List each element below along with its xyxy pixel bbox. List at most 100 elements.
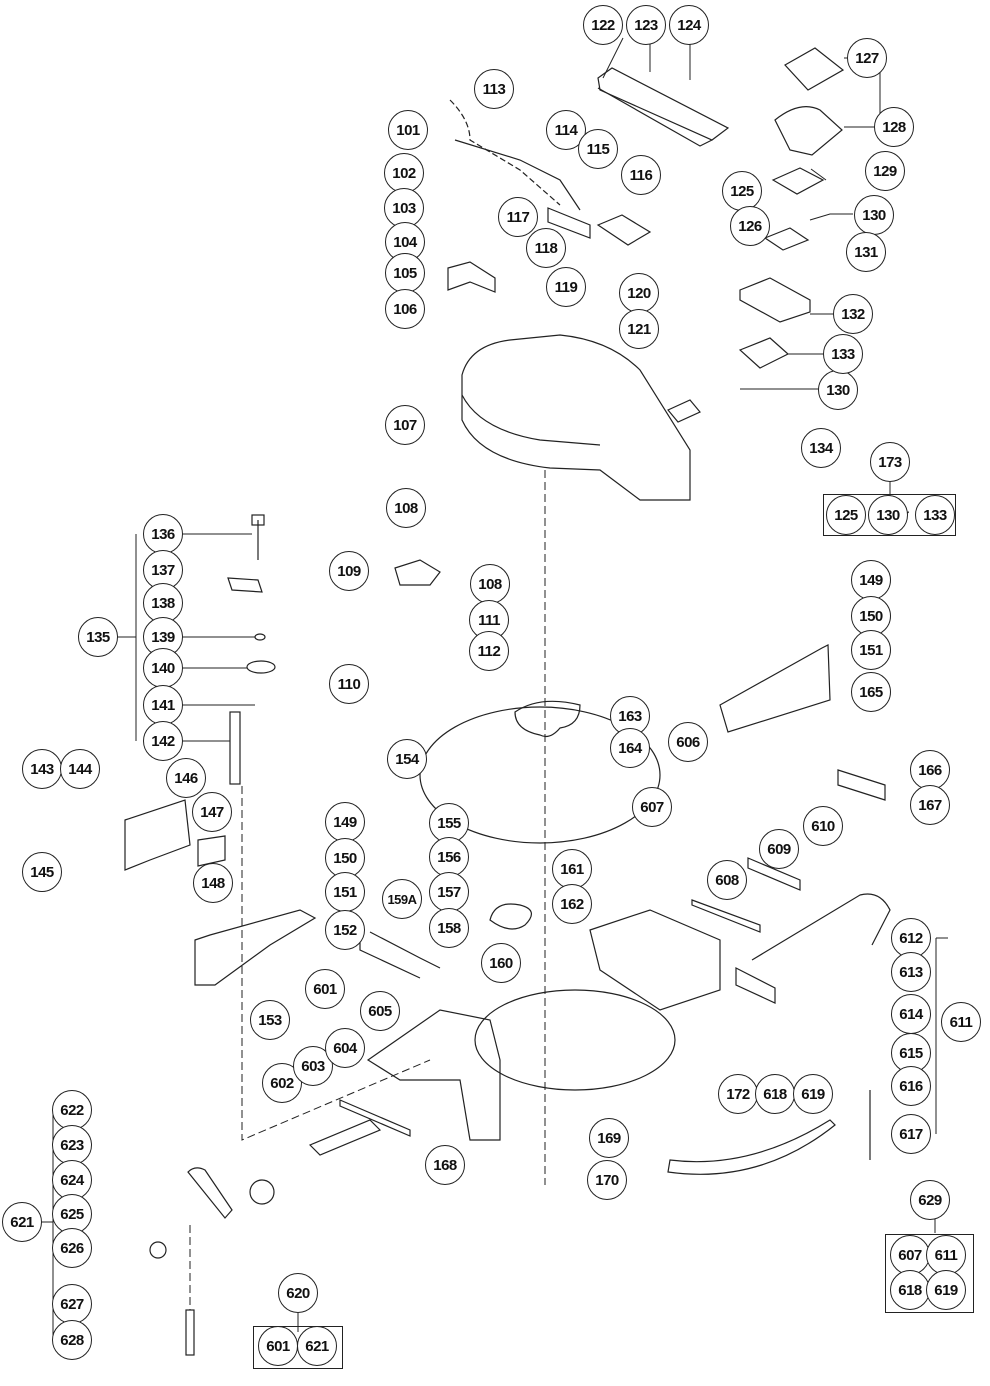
callout-617: 617 (891, 1114, 931, 1154)
callout-172: 172 (718, 1074, 758, 1114)
part-603-fence (308, 1119, 382, 1156)
callout-128: 128 (874, 107, 914, 147)
part-base-right (589, 909, 721, 1011)
kit-629-item-619: 619 (926, 1270, 966, 1310)
callout-616: 616 (891, 1066, 931, 1106)
callout-138: 138 (143, 583, 183, 623)
callout-151b: 151 (851, 630, 891, 670)
callout-140: 140 (143, 648, 183, 688)
callout-621: 621 (2, 1202, 42, 1242)
part-618-stop (735, 967, 776, 1004)
callout-113: 113 (474, 69, 514, 109)
callout-624: 624 (52, 1160, 92, 1200)
part-609-slider (747, 857, 801, 891)
part-169-turntable (474, 989, 676, 1091)
part-165-fence (719, 644, 831, 733)
callout-158: 158 (429, 908, 469, 948)
callout-604: 604 (325, 1028, 365, 1068)
callout-164: 164 (610, 728, 650, 768)
callout-622: 622 (52, 1090, 92, 1130)
callout-122: 122 (583, 5, 623, 45)
callout-108b: 108 (470, 564, 510, 604)
callout-160: 160 (481, 943, 521, 983)
callout-124: 124 (669, 5, 709, 45)
kit-620-item-621: 621 (297, 1326, 337, 1366)
part-123-plate (597, 67, 730, 141)
callout-626: 626 (52, 1228, 92, 1268)
part-601-base (366, 1009, 501, 1141)
callout-110: 110 (329, 664, 369, 704)
callout-608: 608 (707, 860, 747, 900)
callout-121: 121 (619, 309, 659, 349)
part-114-switch (547, 207, 591, 239)
callout-107: 107 (385, 405, 425, 445)
callout-162: 162 (552, 884, 592, 924)
callout-118: 118 (526, 228, 566, 268)
callout-168: 168 (425, 1145, 465, 1185)
callout-119: 119 (546, 267, 586, 307)
callout-105: 105 (385, 253, 425, 293)
callout-618: 618 (755, 1074, 795, 1114)
callout-101: 101 (388, 110, 428, 150)
part-125-button (763, 227, 810, 251)
callout-123: 123 (626, 5, 666, 45)
part-139-washer (254, 633, 266, 641)
part-626-cap (149, 1241, 167, 1259)
callout-606: 606 (668, 722, 708, 762)
part-154-ring (419, 706, 661, 844)
callout-116: 116 (621, 155, 661, 195)
callout-114: 114 (546, 110, 586, 150)
kit-629-item-618: 618 (890, 1270, 930, 1310)
callout-133: 133 (823, 334, 863, 374)
callout-611: 611 (941, 1002, 981, 1042)
callout-112: 112 (469, 631, 509, 671)
callout-135: 135 (78, 617, 118, 657)
callout-106: 106 (385, 289, 425, 329)
part-628-rod (185, 1309, 195, 1356)
callout-165: 165 (851, 672, 891, 712)
part-106-bracket (447, 261, 496, 293)
part-604-rail (339, 1099, 411, 1137)
callout-613: 613 (891, 952, 931, 992)
callout-152: 152 (325, 910, 365, 950)
callout-115: 115 (578, 129, 618, 169)
callout-155: 155 (429, 803, 469, 843)
part-172-guard (667, 1119, 836, 1175)
part-127-label (784, 47, 845, 91)
part-101-cord (449, 99, 561, 206)
callout-120: 120 (619, 273, 659, 313)
kit-629-item-607: 607 (890, 1235, 930, 1275)
callout-157: 157 (429, 872, 469, 912)
part-158-clip (489, 903, 532, 930)
part-129-grip (771, 167, 825, 195)
callout-147: 147 (192, 792, 232, 832)
part-142-rod (229, 711, 241, 785)
callout-151a: 151 (325, 872, 365, 912)
callout-142: 142 (143, 721, 183, 761)
callout-173: 173 (870, 442, 910, 482)
callout-627: 627 (52, 1284, 92, 1324)
callout-109: 109 (329, 551, 369, 591)
part-152-bracket (194, 909, 317, 986)
callout-154: 154 (387, 739, 427, 779)
part-107-housing (461, 334, 691, 501)
callout-129: 129 (865, 151, 905, 191)
part-147-label (197, 835, 226, 867)
part-140-washer (246, 660, 276, 674)
part-159A-wire (359, 931, 441, 979)
part-122-rail (597, 87, 713, 147)
callout-620: 620 (278, 1273, 318, 1313)
callout-625: 625 (52, 1194, 92, 1234)
part-146-guard (124, 799, 191, 871)
part-624-lever (187, 1167, 233, 1219)
callout-169: 169 (589, 1118, 629, 1158)
callout-136: 136 (143, 514, 183, 554)
part-109-switch (394, 559, 441, 586)
callout-607: 607 (632, 787, 672, 827)
part-116-box (596, 214, 652, 246)
callout-134: 134 (801, 428, 841, 468)
kit-box-620 (253, 1326, 343, 1369)
part-132-frame (739, 277, 811, 323)
callout-130b: 130 (818, 370, 858, 410)
